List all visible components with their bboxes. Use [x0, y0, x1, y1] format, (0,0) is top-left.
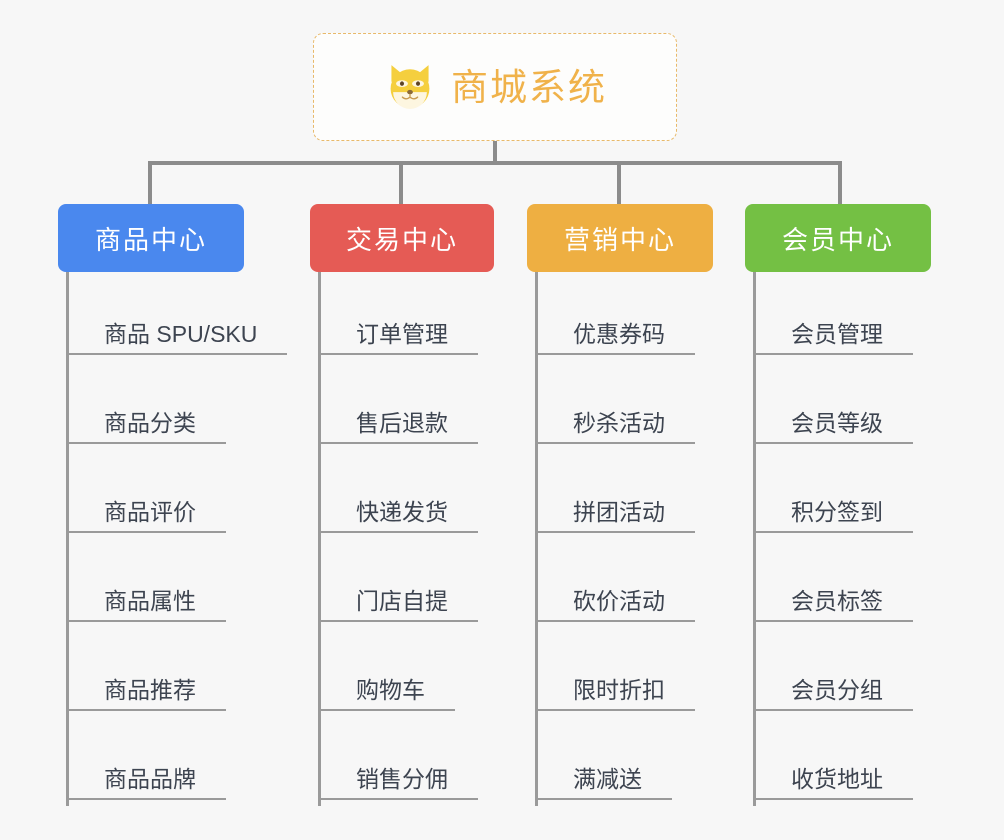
branch-column-1: 商品中心 商品 SPU/SKU 商品分类 商品评价 商品属性 商品推荐 商品品牌 — [58, 204, 288, 806]
leaf-item[interactable]: 拼团活动 — [527, 450, 737, 539]
branch-header-1[interactable]: 商品中心 — [58, 204, 244, 272]
leaf-label: 商品分类 — [66, 410, 226, 444]
leaf-item[interactable]: 快递发货 — [310, 450, 520, 539]
leaf-label: 商品评价 — [66, 499, 226, 533]
leaf-item[interactable]: 商品推荐 — [58, 628, 286, 717]
leaf-item[interactable]: 商品品牌 — [58, 717, 286, 806]
leaf-list-2: 订单管理 售后退款 快递发货 门店自提 购物车 销售分佣 — [310, 272, 520, 806]
leaf-item[interactable]: 砍价活动 — [527, 539, 737, 628]
leaf-item[interactable]: 会员标签 — [745, 539, 955, 628]
leaf-item[interactable]: 商品 SPU/SKU — [58, 272, 288, 361]
branch-header-label-2: 交易中心 — [345, 224, 458, 255]
leaf-item[interactable]: 积分签到 — [745, 450, 955, 539]
branch-header-4[interactable]: 会员中心 — [745, 204, 931, 272]
leaf-label: 优惠券码 — [535, 321, 695, 355]
leaf-list-3: 优惠券码 秒杀活动 拼团活动 砍价活动 限时折扣 满减送 — [527, 272, 737, 806]
leaf-item[interactable]: 限时折扣 — [527, 628, 737, 717]
root-title: 商城系统 — [451, 66, 607, 108]
branch-column-3: 营销中心 优惠券码 秒杀活动 拼团活动 砍价活动 限时折扣 满减送 — [527, 204, 737, 806]
leaf-item[interactable]: 会员分组 — [745, 628, 955, 717]
connector-drop-3 — [617, 161, 621, 206]
branch-column-2: 交易中心 订单管理 售后退款 快递发货 门店自提 购物车 销售分佣 — [310, 204, 520, 806]
leaf-item[interactable]: 满减送 — [527, 717, 737, 806]
connector-drop-1 — [148, 161, 152, 206]
leaf-item[interactable]: 售后退款 — [310, 361, 520, 450]
leaf-item[interactable]: 订单管理 — [310, 272, 520, 361]
connector-drop-2 — [399, 161, 403, 206]
leaf-label: 会员等级 — [753, 410, 913, 444]
leaf-label: 商品属性 — [66, 588, 226, 622]
leaf-trunk-1 — [66, 272, 69, 806]
leaf-label: 销售分佣 — [318, 766, 478, 800]
connector-horizontal-bus — [148, 161, 842, 165]
leaf-label: 会员管理 — [753, 321, 913, 355]
leaf-item[interactable]: 购物车 — [310, 628, 520, 717]
leaf-label: 砍价活动 — [535, 588, 695, 622]
leaf-item[interactable]: 销售分佣 — [310, 717, 520, 806]
leaf-trunk-2 — [318, 272, 321, 806]
leaf-label: 购物车 — [318, 677, 455, 711]
connector-root-stem — [493, 141, 497, 164]
leaf-item[interactable]: 会员等级 — [745, 361, 955, 450]
root-node[interactable]: 商城系统 — [313, 33, 677, 141]
leaf-label: 商品 SPU/SKU — [66, 321, 288, 355]
leaf-list-1: 商品 SPU/SKU 商品分类 商品评价 商品属性 商品推荐 商品品牌 — [58, 272, 288, 806]
leaf-label: 会员标签 — [753, 588, 913, 622]
branch-header-label-4: 会员中心 — [781, 224, 894, 255]
leaf-label: 秒杀活动 — [535, 410, 695, 444]
leaf-item[interactable]: 优惠券码 — [527, 272, 737, 361]
leaf-label: 快递发货 — [318, 499, 478, 533]
leaf-label: 门店自提 — [318, 588, 478, 622]
leaf-label: 满减送 — [535, 766, 672, 800]
leaf-trunk-4 — [753, 272, 756, 806]
leaf-item[interactable]: 商品评价 — [58, 450, 286, 539]
leaf-item[interactable]: 收货地址 — [745, 717, 955, 806]
leaf-label: 拼团活动 — [535, 499, 695, 533]
leaf-label: 售后退款 — [318, 410, 478, 444]
leaf-label: 限时折扣 — [535, 677, 695, 711]
leaf-item[interactable]: 秒杀活动 — [527, 361, 737, 450]
leaf-label: 商品品牌 — [66, 766, 226, 800]
leaf-label: 会员分组 — [753, 677, 913, 711]
branch-header-label-1: 商品中心 — [94, 224, 207, 255]
leaf-label: 订单管理 — [318, 321, 478, 355]
leaf-trunk-3 — [535, 272, 538, 806]
branch-column-4: 会员中心 会员管理 会员等级 积分签到 会员标签 会员分组 收货地址 — [745, 204, 955, 806]
leaf-label: 商品推荐 — [66, 677, 226, 711]
leaf-label: 收货地址 — [753, 766, 913, 800]
leaf-label: 积分签到 — [753, 499, 913, 533]
branch-header-3[interactable]: 营销中心 — [527, 204, 713, 272]
leaf-list-4: 会员管理 会员等级 积分签到 会员标签 会员分组 收货地址 — [745, 272, 955, 806]
branch-header-label-3: 营销中心 — [563, 224, 676, 255]
leaf-item[interactable]: 门店自提 — [310, 539, 520, 628]
connector-drop-4 — [838, 161, 842, 206]
branch-header-2[interactable]: 交易中心 — [310, 204, 494, 272]
leaf-item[interactable]: 商品属性 — [58, 539, 286, 628]
shiba-dog-emoji-icon — [390, 65, 430, 109]
leaf-item[interactable]: 会员管理 — [745, 272, 955, 361]
leaf-item[interactable]: 商品分类 — [58, 361, 286, 450]
